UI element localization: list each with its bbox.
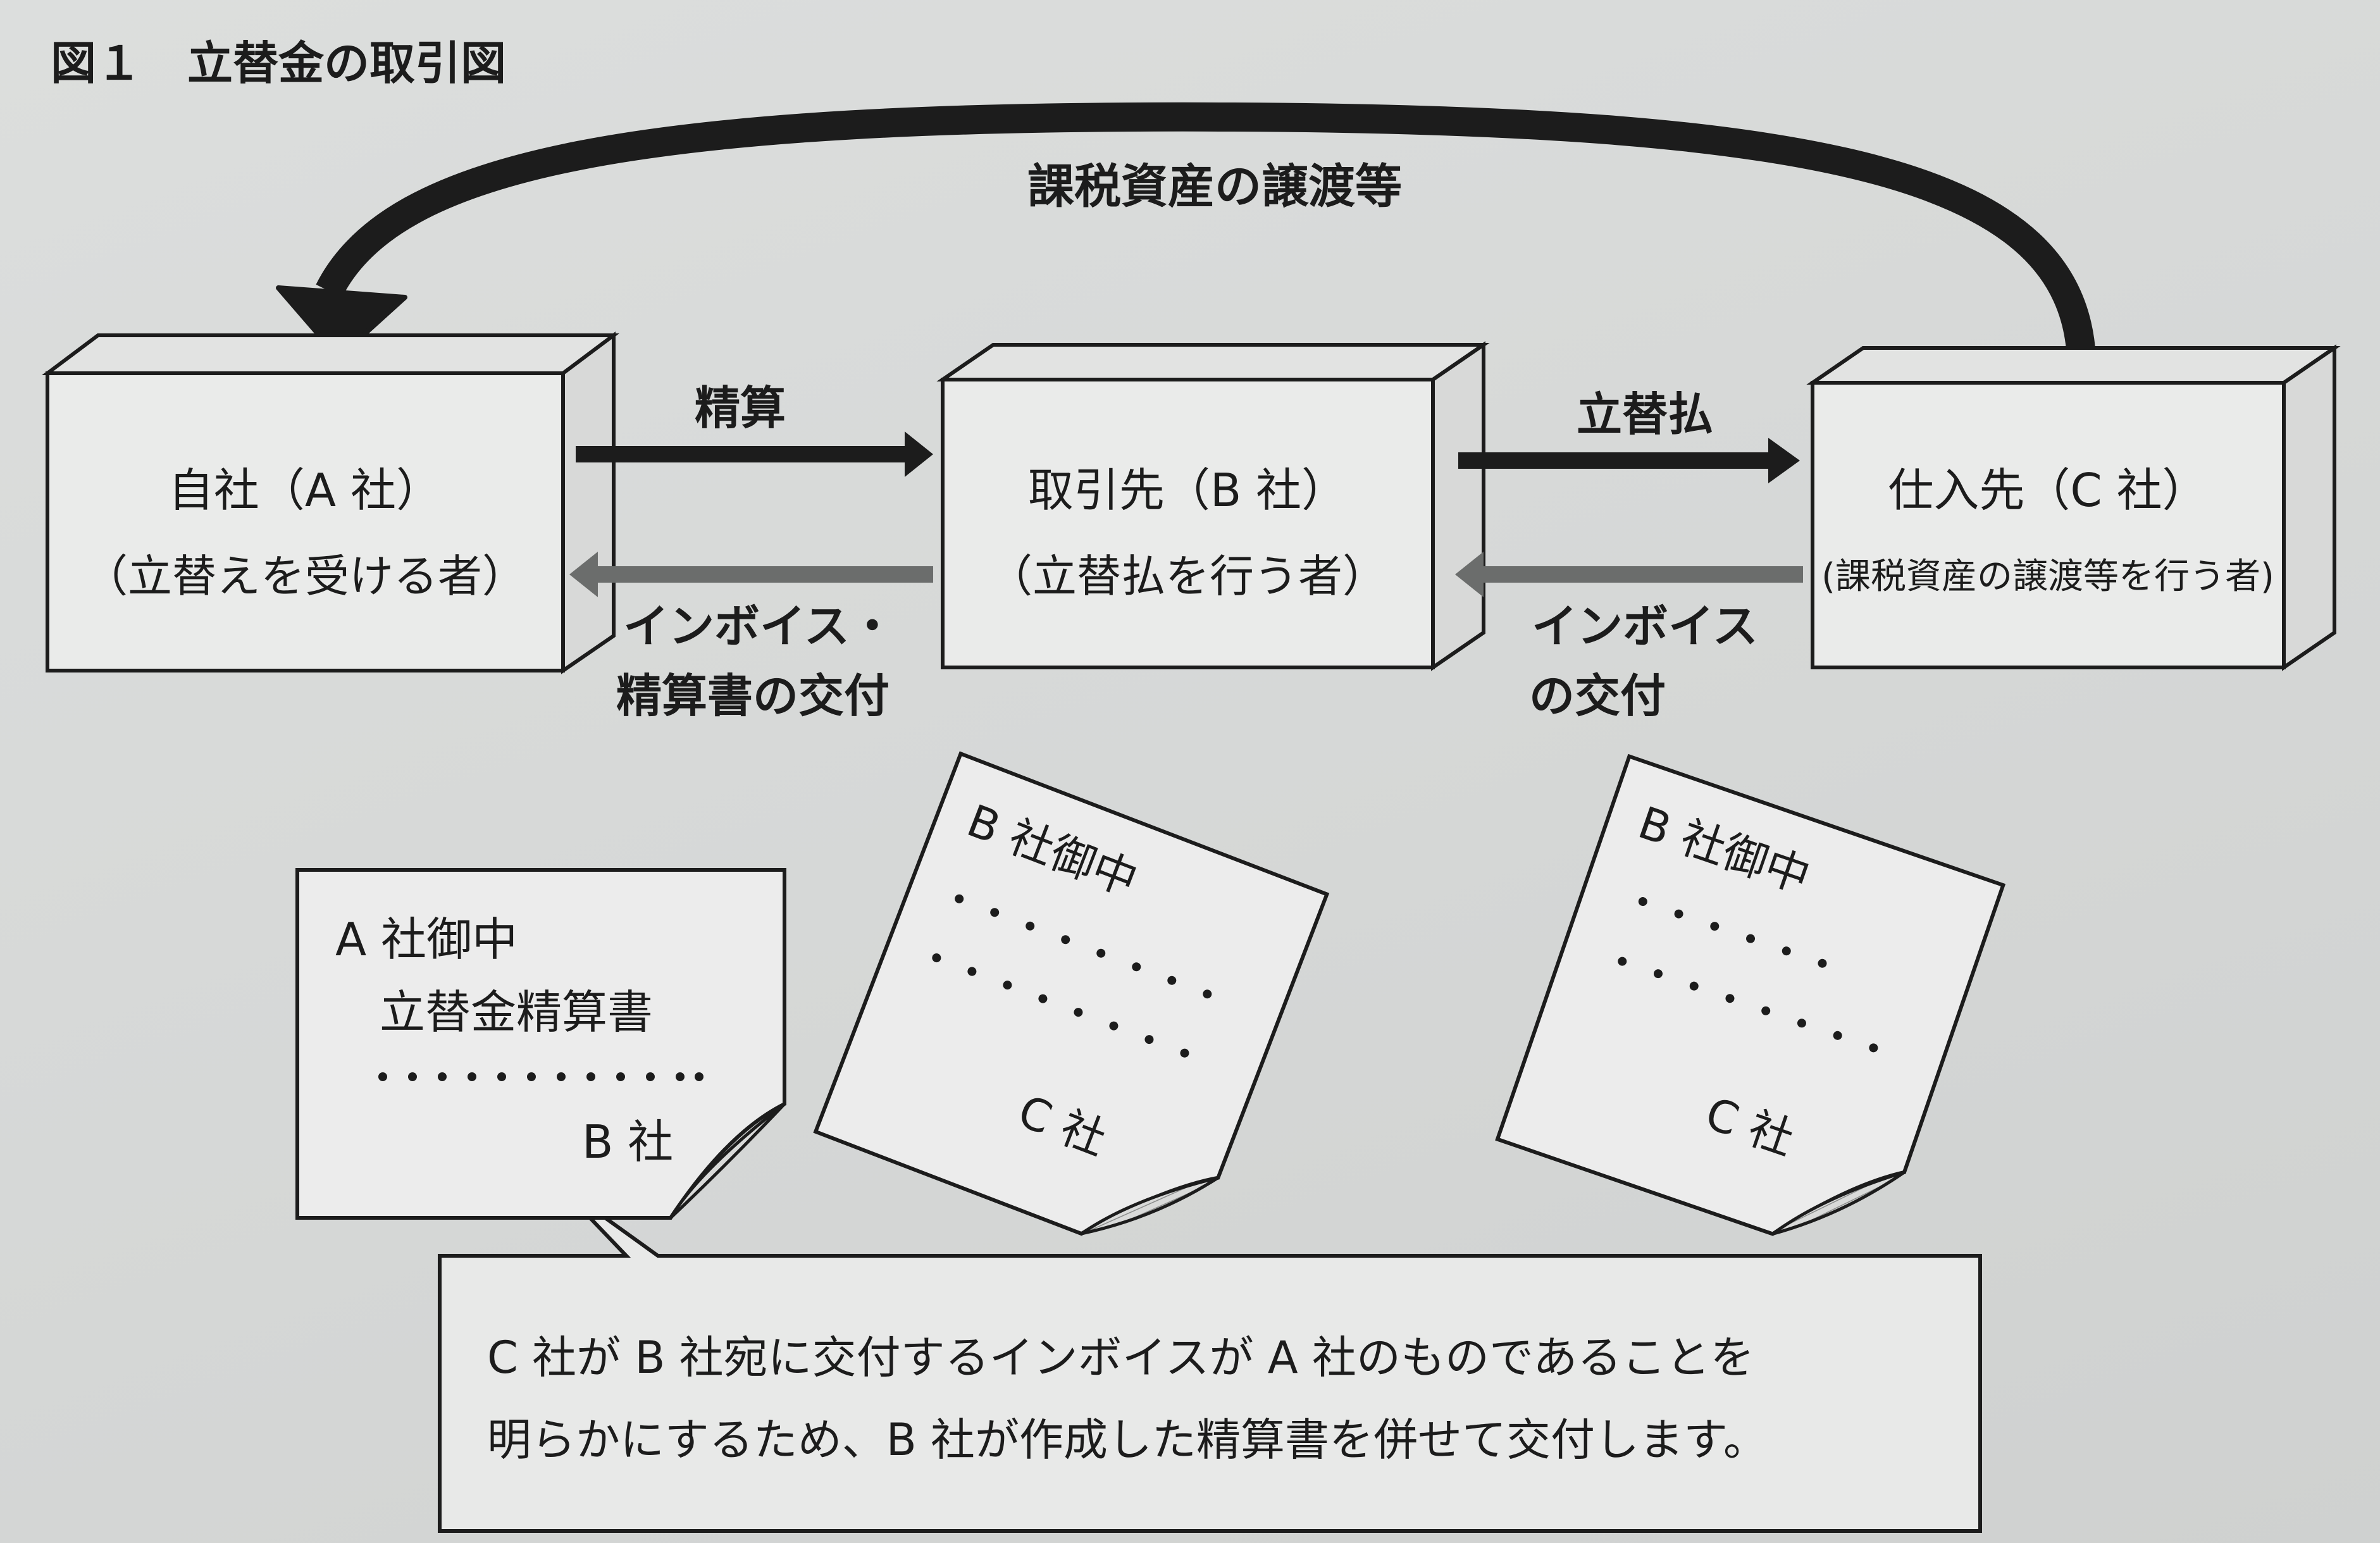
box-a-name: 自社（A 社） — [168, 464, 442, 517]
invoice-1-dots — [932, 894, 1212, 1058]
document-invoice-1: B 社御中 C 社 — [813, 751, 1330, 1236]
arrow-invoice-b-to-a — [569, 552, 933, 597]
callout-box: C 社が B 社宛に交付するインボイスが A 社のものであることを 明らかにする… — [438, 1181, 1982, 1533]
settlement-issuer: B 社 — [582, 1115, 673, 1168]
invoice-2-dots — [1618, 897, 1878, 1053]
box-c-role: (課税資産の譲渡等を行う者) — [1821, 556, 2274, 597]
callout-line-1: C 社が B 社宛に交付するインボイスが A 社のものであることを — [487, 1332, 1754, 1384]
arrow-settlement-a-to-b — [576, 431, 933, 477]
settlement-dots — [378, 1072, 703, 1081]
callout-line-2: 明らかにするため、B 社が作成した精算書を併せて交付します。 — [487, 1414, 1768, 1466]
arrow-label-invoice-settlement-2: 精算書の交付 — [616, 669, 889, 722]
box-b-name: 取引先（B 社） — [1028, 464, 1347, 517]
arrow-label-invoice-2: の交付 — [1529, 669, 1666, 722]
document-invoice-2: B 社御中 C 社 — [1495, 753, 2006, 1236]
arrow-payment-b-to-c — [1458, 438, 1800, 483]
top-arrow-label: 課税資産の譲渡等 — [1027, 159, 1402, 214]
box-company-a: 自社（A 社） （立替えを受ける者） — [42, 332, 619, 674]
document-settlement-statement: A 社御中 立替金精算書 B 社 — [295, 868, 786, 1220]
box-c-name: 仕入先（C 社） — [1888, 464, 2207, 517]
settlement-addressee: A 社御中 — [335, 913, 518, 966]
figure-title: 図１ 立替金の取引図 — [51, 37, 506, 90]
curved-arrow-c-to-a — [276, 102, 2096, 360]
arrow-invoice-c-to-b — [1455, 552, 1803, 597]
settlement-title: 立替金精算書 — [380, 986, 653, 1039]
box-b-role: （立替払を行う者） — [988, 550, 1387, 602]
box-company-b: 取引先（B 社） （立替払を行う者） — [936, 341, 1490, 671]
arrow-label-invoice-1: インボイス — [1532, 600, 1758, 653]
box-company-c: 仕入先（C 社） (課税資産の譲渡等を行う者) — [1806, 344, 2341, 671]
arrow-label-invoice-settlement-1: インボイス・ — [623, 600, 895, 653]
arrow-label-advance-payment: 立替払 — [1577, 388, 1713, 441]
arrow-label-settlement: 精算 — [695, 381, 786, 435]
box-a-role: （立替えを受ける者） — [84, 550, 526, 602]
